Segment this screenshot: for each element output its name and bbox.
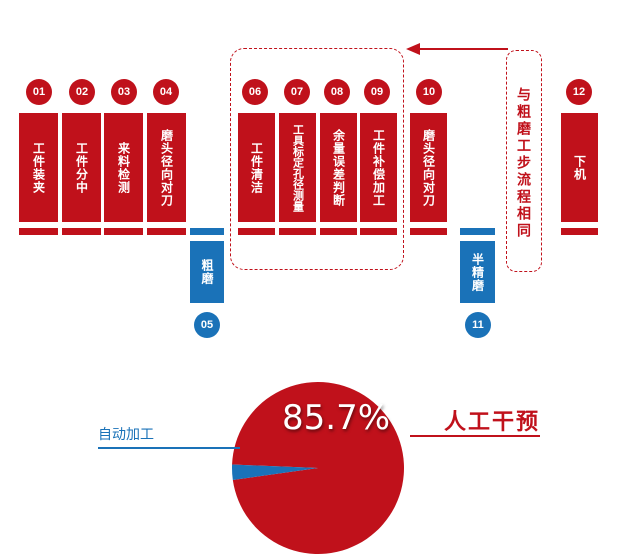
step-label: 工件分中	[74, 141, 89, 194]
step-bar	[410, 228, 447, 235]
step-number-badge: 10	[416, 79, 442, 105]
step-number-badge: 12	[566, 79, 592, 105]
step-number-badge: 08	[324, 79, 350, 105]
step-bar	[279, 228, 316, 235]
step-label: 工件补偿加工	[371, 128, 386, 207]
step-box: 工件清洁	[238, 113, 275, 222]
step-label: 磨头径向对刀	[159, 128, 174, 207]
step-box: 磨头径向对刀	[147, 113, 186, 222]
step-number-badge: 01	[26, 79, 52, 105]
pie-slice-manual	[232, 382, 404, 554]
pie-percent-label: 85.7%	[282, 398, 391, 438]
step-bar	[360, 228, 397, 235]
step-box: 工具标定孔径测量	[279, 113, 316, 222]
pie-chart	[232, 382, 404, 554]
auto-leader-line	[98, 447, 240, 449]
step-box: 工件分中	[62, 113, 101, 222]
step-box-blue: 半精磨	[460, 241, 495, 303]
step-label: 磨头径向对刀	[421, 128, 436, 207]
step-bar	[19, 228, 58, 235]
note-frame	[506, 50, 542, 272]
step-number-badge: 04	[153, 79, 179, 105]
step-number-badge: 07	[284, 79, 310, 105]
step-box: 余量误差判断	[320, 113, 357, 222]
step-bar	[62, 228, 101, 235]
step-label: 工具标定孔径测量	[291, 123, 305, 212]
manual-leader-line	[410, 435, 540, 437]
step-box: 工件装夹	[19, 113, 58, 222]
step-number-badge: 02	[69, 79, 95, 105]
step-bar	[104, 228, 143, 235]
step-bar	[147, 228, 186, 235]
step-box: 工件补偿加工	[360, 113, 397, 222]
step-number-badge: 05	[194, 312, 220, 338]
step-number-badge: 11	[465, 312, 491, 338]
step-box: 来料检测	[104, 113, 143, 222]
step-number-badge: 06	[242, 79, 268, 105]
step-number-badge: 03	[111, 79, 137, 105]
step-label: 工件清洁	[249, 141, 264, 194]
step-box: 磨头径向对刀	[410, 113, 447, 222]
note-text: 与粗磨工步流程相同	[515, 86, 531, 240]
step-box-blue: 粗磨	[190, 241, 224, 303]
step-bar	[190, 228, 224, 235]
repeat-group-frame	[230, 48, 404, 270]
manual-label: 人工干预	[444, 410, 541, 435]
step-label: 下机	[572, 154, 587, 181]
step-label: 来料检测	[116, 141, 131, 194]
step-label: 工件装夹	[31, 141, 46, 194]
step-bar	[238, 228, 275, 235]
arrow-left-icon	[406, 43, 508, 55]
step-label: 余量误差判断	[331, 128, 346, 207]
step-number-badge: 09	[364, 79, 390, 105]
auto-label: 自动加工	[98, 427, 154, 443]
step-label: 半精磨	[470, 252, 485, 292]
step-bar	[320, 228, 357, 235]
pie-slice-auto	[232, 464, 318, 480]
step-box: 下机	[561, 113, 598, 222]
step-bar	[561, 228, 598, 235]
step-label: 粗磨	[200, 259, 214, 285]
step-bar	[460, 228, 495, 235]
